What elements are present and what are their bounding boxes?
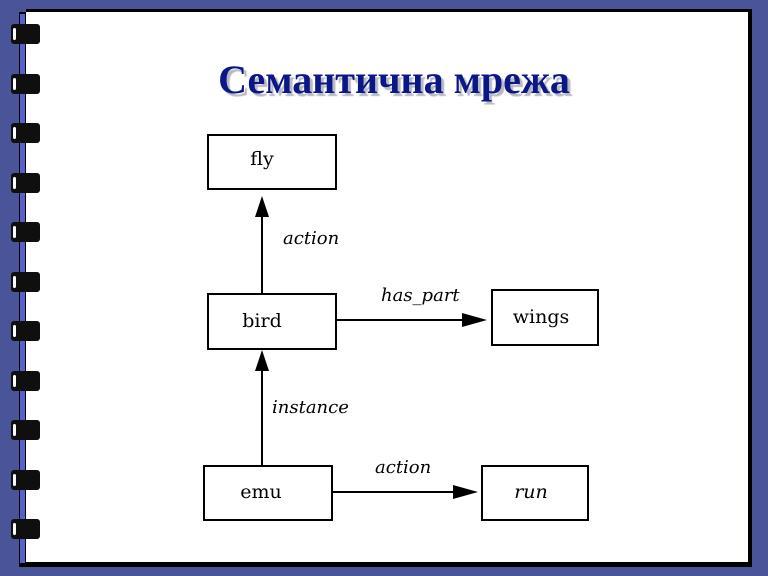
slide-title: Семантична мрежа: [218, 57, 570, 102]
node-bird: bird: [207, 293, 337, 350]
edge-emu-run: action: [331, 457, 478, 499]
edge-bird-fly: action: [255, 196, 339, 294]
page-top-border: [26, 9, 752, 12]
node-emu: emu: [203, 465, 333, 521]
arrowhead-icon: [453, 485, 478, 499]
node-label: fly: [250, 148, 274, 170]
arrowhead-icon: [462, 313, 487, 327]
binder-ring-icon: [11, 519, 40, 539]
arrowhead-icon: [255, 196, 269, 217]
slide-page: [26, 12, 748, 562]
node-wings: wings: [491, 289, 599, 346]
edge-emu-bird: instance: [255, 350, 349, 466]
edge-label-has-part: has_part: [381, 285, 460, 306]
edge-label-action: action: [283, 228, 339, 249]
arrowhead-icon: [255, 350, 269, 371]
binder-ring-icon: [11, 271, 40, 292]
node-fly: fly: [207, 134, 337, 190]
node-label: wings: [513, 306, 570, 328]
node-label: bird: [242, 310, 281, 332]
edge-label-instance: instance: [272, 397, 349, 418]
binder-ring-icon: [11, 420, 40, 440]
binder-ring-icon: [11, 321, 40, 341]
binder-ring-icon: [11, 172, 40, 193]
binder-ring-icon: [11, 24, 40, 44]
node-label: emu: [240, 481, 282, 503]
binder-ring-icon: [11, 123, 40, 143]
edge-label-action: action: [375, 457, 431, 478]
binder-ring-icon: [11, 73, 40, 94]
edge-bird-wings: has_part: [336, 285, 487, 327]
binder-ring-icon: [11, 469, 40, 490]
node-run: run: [481, 465, 589, 521]
binder-ring-icon: [11, 370, 40, 391]
binder-ring-icon: [11, 222, 40, 242]
node-label: run: [514, 481, 548, 503]
